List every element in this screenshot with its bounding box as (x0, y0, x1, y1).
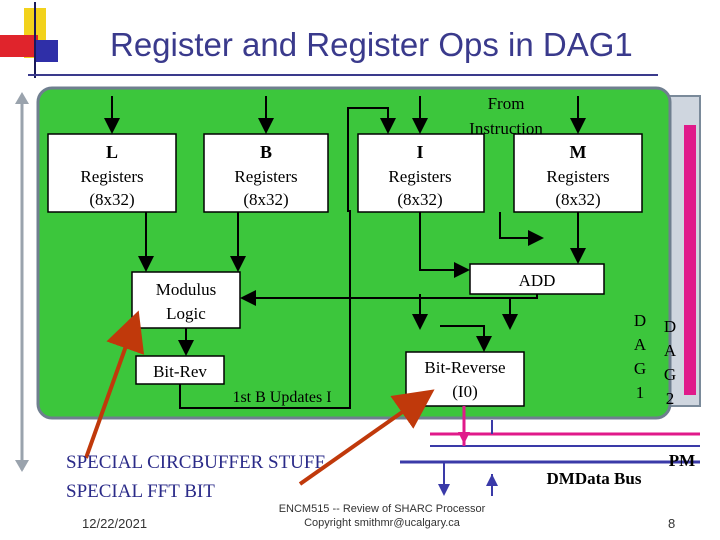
svg-text:1: 1 (636, 383, 645, 402)
annotation-arrow-modulus (84, 310, 145, 459)
m-registers-line2: (8x32) (555, 190, 600, 209)
bit-rev-block: Bit-Rev (135, 355, 225, 385)
bit-reverse-line2: (I0) (452, 382, 477, 401)
b-registers-block: B Registers (8x32) (203, 133, 329, 213)
annotation-arrow-bitreverse (298, 389, 435, 486)
dag1-label: D A G 1 (634, 311, 647, 402)
l-registers-line1: Registers (80, 167, 143, 186)
slide-title: Register and Register Ops in DAG1 (110, 26, 633, 63)
svg-text:A: A (634, 335, 647, 354)
note-fft: SPECIAL FFT BIT (66, 481, 215, 502)
footer-course: ENCM515 -- Review of SHARC Processor (278, 503, 486, 515)
b-registers-line1: Registers (234, 167, 297, 186)
svg-text:A: A (664, 341, 677, 360)
i-registers-line1: Registers (388, 167, 451, 186)
add-label: ADD (519, 271, 556, 290)
i-registers-block: I Registers (8x32) (357, 133, 485, 213)
l-registers-line2: (8x32) (89, 190, 134, 209)
dm-bus-label: DMData Bus (547, 469, 642, 488)
modulus-line2: Logic (166, 304, 206, 323)
svg-text:D: D (664, 317, 676, 336)
footer-copyright: Copyright smithmr@ucalgary.ca (304, 517, 460, 529)
m-registers-line1: Registers (546, 167, 609, 186)
svg-text:2: 2 (666, 389, 675, 408)
bit-reverse-line1: Bit-Reverse (424, 358, 505, 377)
svg-text:D: D (634, 311, 646, 330)
footer-date: 12/22/2021 (82, 516, 148, 531)
b-registers-line2: (8x32) (243, 190, 288, 209)
modulus-line1: Modulus (156, 280, 216, 299)
first-b-updates-label: 1st B Updates I (232, 389, 331, 406)
dag1-block-diagram: From Instruction L Registers (8x32) B Re… (0, 80, 720, 500)
l-registers-block: L Registers (8x32) (47, 133, 177, 213)
pm-bus-label: PM (669, 451, 695, 470)
from-instruction-label-1: From (488, 94, 525, 113)
title-underline (28, 74, 658, 76)
svg-text:G: G (634, 359, 646, 378)
i-registers-name: I (416, 142, 423, 162)
i-registers-line2: (8x32) (397, 190, 442, 209)
corner-decoration (0, 0, 60, 80)
m-registers-block: M Registers (8x32) (513, 133, 643, 213)
b-registers-name: B (260, 142, 272, 162)
modulus-logic-block: Modulus Logic (131, 271, 241, 329)
note-circbuffer: SPECIAL CIRCBUFFER STUFF (66, 452, 326, 473)
dag2-label: D A G 2 (664, 317, 677, 408)
m-registers-name: M (570, 142, 587, 162)
svg-text:G: G (664, 365, 676, 384)
add-block: ADD (469, 263, 605, 295)
dag1-panel (36, 86, 672, 420)
l-registers-name: L (106, 142, 118, 162)
pm-bus-segment (684, 125, 696, 395)
page-number: 8 (668, 516, 676, 531)
bit-rev-label: Bit-Rev (153, 362, 207, 381)
